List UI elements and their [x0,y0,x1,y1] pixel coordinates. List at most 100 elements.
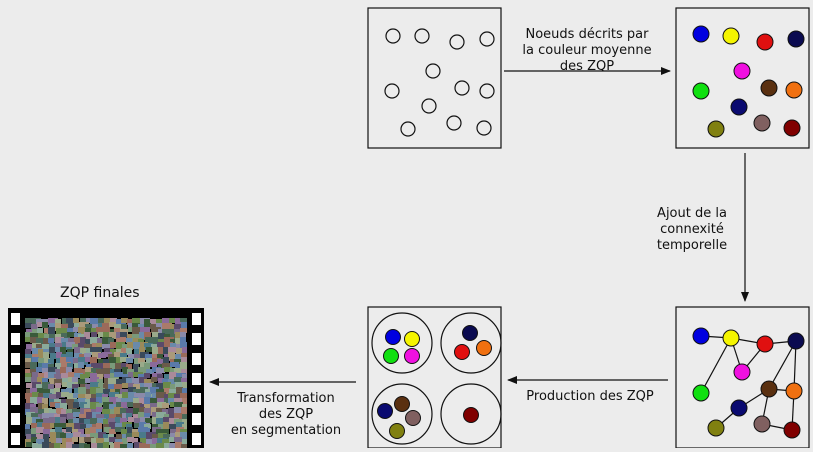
mosaic-cell [176,387,183,395]
mosaic-cell [115,394,123,400]
mosaic-cell [156,383,163,391]
mosaic-cell [146,347,153,352]
mosaic-cell [103,368,112,375]
mosaic-cell [78,394,88,401]
mosaic-cell [151,377,157,382]
mosaic-cell [91,394,97,400]
mosaic-cell [109,357,119,365]
mosaic-cell [121,363,128,369]
mosaic-cell [127,437,134,442]
mosaic-cell [92,343,99,348]
mosaic-cell [132,318,140,324]
mosaic-cell [163,382,171,389]
mosaic-cell [103,442,109,448]
mosaic-cell [170,402,176,407]
mosaic-cell [162,363,170,368]
mosaic-cell [61,392,69,397]
mosaic-cell [157,398,166,405]
label-step2-line2: connexité [660,222,724,237]
mosaic-cell [84,404,93,410]
mosaic-cell [42,423,52,431]
mosaic-cell [48,327,55,335]
mosaic-cell [176,422,184,427]
mosaic-cell [26,383,33,388]
mosaic-cell [121,402,128,409]
result-title: ZQP finales [60,285,140,301]
mosaic-cell [84,437,94,442]
mosaic-cell [97,374,103,382]
mosaic-cell [36,338,46,346]
mosaic-cell [109,437,116,442]
mosaic-cell [78,379,87,384]
mosaic-cell [56,328,66,334]
mosaic-cell [80,337,86,345]
mosaic-cell [144,327,150,333]
mosaic-cell [96,438,106,443]
mosaic-cell [55,427,62,433]
mosaic-cell [103,434,110,441]
mosaic-cell [32,357,39,362]
mosaic-cell [180,337,186,343]
label-step1: Noeuds décrits par la couleur moyenne de… [512,27,662,75]
mosaic-cell [152,417,158,425]
mosaic-cell [90,382,99,387]
mosaic-cell [174,413,182,420]
mosaic-cell [152,434,158,439]
mosaic-cell [144,408,154,416]
mosaic-cell [73,418,79,424]
mosaic-cell [90,377,99,382]
mosaic-cell [98,323,104,330]
mosaic-cell [60,357,70,364]
mosaic-cell [43,338,49,346]
mosaic-cell [158,433,167,439]
mosaic-cell [42,413,52,420]
mosaic-cell [162,409,171,417]
mosaic-cell [175,364,181,371]
mosaic-cell [163,417,170,425]
mosaic-cell [174,329,183,334]
mosaic-cell [72,444,80,448]
mosaic-cell [115,363,121,369]
mosaic-cell [38,358,44,366]
mosaic-cell [30,333,38,340]
mosaic-cell [42,442,51,448]
mosaic-cell [156,412,166,418]
mosaic-cell [44,358,50,364]
mosaic-cell [128,327,135,332]
mosaic-cell [54,443,61,448]
mosaic-cell [26,417,36,425]
mosaic-cell [132,432,142,437]
mosaic-cell [156,389,165,394]
mosaic-cell [73,432,81,437]
mosaic-cell [37,397,44,404]
box-grouped-zqp [367,306,502,449]
mosaic-cell [79,418,86,425]
mosaic-cell [158,378,164,383]
mosaic-cell [181,369,187,375]
mosaic-cell [78,398,86,404]
mosaic-cell [108,418,116,424]
mosaic-cell [132,429,139,434]
mosaic-cell [169,413,178,420]
mosaic-cell [150,444,157,448]
mosaic-cell [134,418,144,425]
mosaic-cell [175,382,185,388]
mosaic-cell [80,374,89,380]
mosaic-cell [168,398,178,405]
mosaic-cell [181,407,187,415]
mosaic-cell [66,342,75,347]
mosaic-cell [62,429,71,436]
mosaic-cell [110,369,117,374]
mosaic-cell [122,367,128,375]
mosaic-cell [85,357,91,362]
mosaic-cell [145,392,151,399]
mosaic-cell [140,387,148,393]
mosaic-cell [122,383,132,388]
mosaic-cell [61,423,69,428]
mosaic-cell [150,324,160,329]
mosaic-cell [66,442,73,448]
mosaic-cell [103,419,110,425]
mosaic-cell [42,382,50,389]
mosaic-cell [104,438,113,445]
mosaic-cell [158,333,165,341]
